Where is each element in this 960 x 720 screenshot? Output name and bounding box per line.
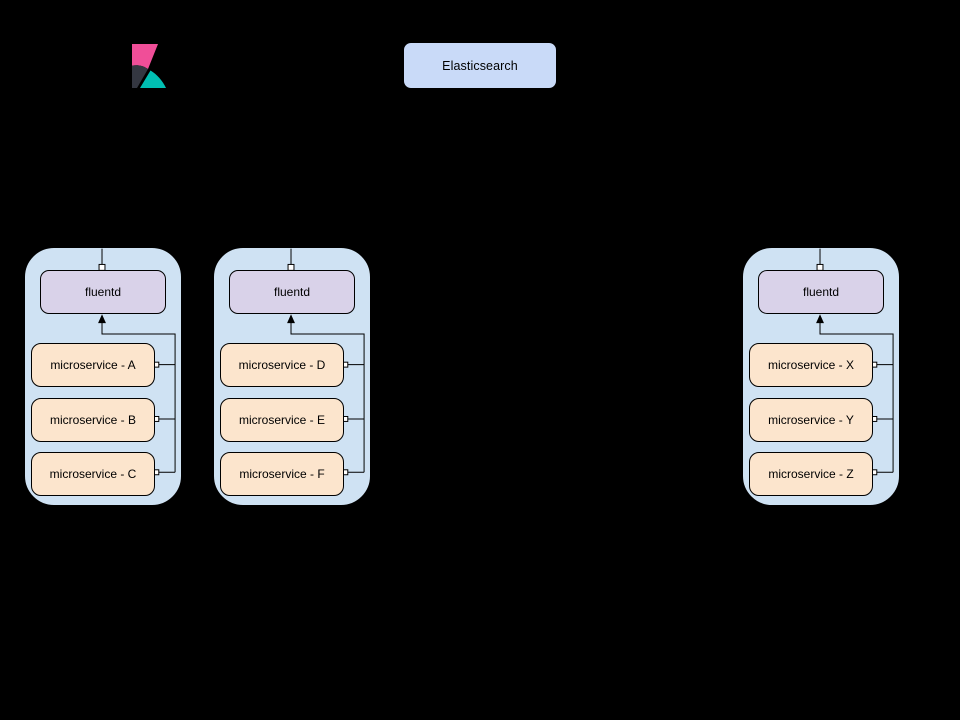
arrowhead-up [98, 314, 106, 324]
fluentd-label: fluentd [802, 285, 840, 299]
microservice-node: microservice - A [31, 343, 155, 387]
microservice-label: microservice - Z [768, 467, 854, 481]
microservice-node: microservice - B [31, 398, 155, 442]
arrowhead-up [287, 314, 295, 324]
kibana-logo-teal-shape [140, 70, 166, 88]
fluentd-label: fluentd [273, 285, 311, 299]
microservice-label: microservice - E [238, 413, 325, 427]
microservice-node: microservice - D [220, 343, 344, 387]
microservice-label: microservice - X [767, 358, 854, 372]
microservice-label: microservice - Y [768, 413, 854, 427]
arrowhead-up [816, 314, 824, 324]
fluentd-node: fluentd [40, 270, 166, 314]
kibana-logo-icon [132, 44, 166, 88]
microservice-label: microservice - F [239, 467, 325, 481]
kibana-logo-pink-shape [132, 44, 158, 69]
fluentd-node: fluentd [758, 270, 884, 314]
fluentd-node: fluentd [229, 270, 355, 314]
microservice-node: microservice - Y [749, 398, 873, 442]
microservice-node: microservice - X [749, 343, 873, 387]
microservice-node: microservice - E [220, 398, 344, 442]
elasticsearch-node: Elasticsearch [403, 42, 557, 89]
node-container-1: fluentd microservice - A microservice - … [24, 247, 182, 506]
microservice-node: microservice - Z [749, 452, 873, 496]
microservice-node: microservice - C [31, 452, 155, 496]
microservice-label: microservice - B [49, 413, 136, 427]
node-container-2: fluentd microservice - D microservice - … [213, 247, 371, 506]
elasticsearch-label: Elasticsearch [442, 58, 518, 73]
microservice-label: microservice - A [50, 358, 136, 372]
kibana-logo-dark-shape [132, 65, 148, 88]
node-container-3: fluentd microservice - X microservice - … [742, 247, 900, 506]
microservice-label: microservice - C [49, 467, 137, 481]
microservice-node: microservice - F [220, 452, 344, 496]
fluentd-label: fluentd [84, 285, 122, 299]
microservice-label: microservice - D [238, 358, 326, 372]
